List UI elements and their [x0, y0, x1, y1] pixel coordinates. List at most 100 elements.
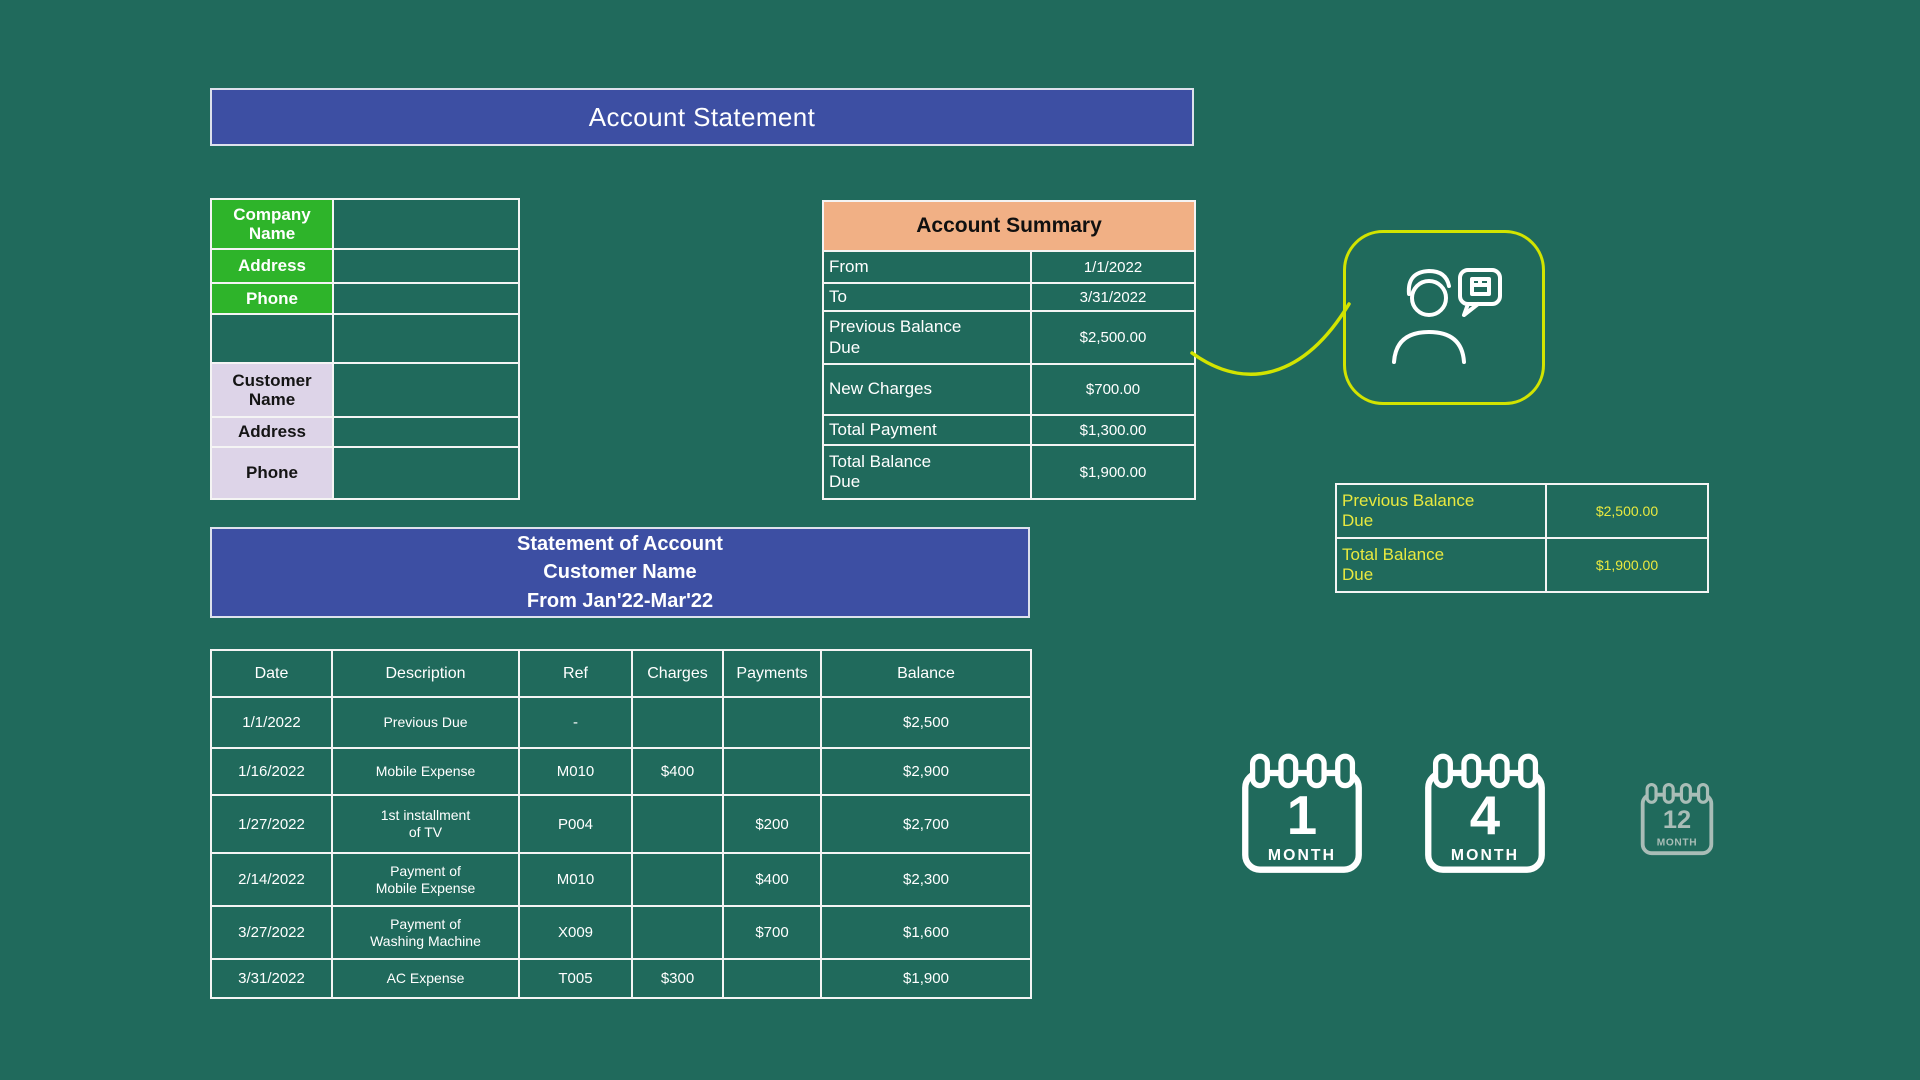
company-info-table: Company Name Address Phone Customer Name…	[210, 198, 520, 500]
cell-charges	[631, 852, 724, 907]
cell-balance: $2,500	[820, 696, 1032, 749]
customer-phone-label: Phone	[210, 446, 334, 500]
table-row: 1/27/2022 1st installment of TV P004 $20…	[210, 794, 1032, 854]
cell-payments: $400	[722, 852, 822, 907]
summary-new-charges-value: $700.00	[1029, 363, 1197, 416]
customer-name-input-cell[interactable]	[332, 362, 520, 418]
statement-banner-line3: From Jan'22-Mar'22	[526, 589, 714, 612]
table-row: Address	[210, 416, 520, 448]
cell-date: 2/14/2022	[210, 852, 333, 907]
cell-ref: M010	[518, 747, 633, 796]
summary-total-payment-label: Total Payment	[822, 414, 1032, 446]
table-row: Account Summary	[821, 200, 1197, 252]
summary-to-label: To	[822, 282, 1032, 312]
table-row: Total Balance Due $1,900.00	[822, 444, 1197, 500]
cell-balance: $2,900	[820, 747, 1032, 796]
table-row: 1/1/2022 Previous Due - $2,500	[210, 696, 1032, 749]
cell-balance: $2,300	[820, 852, 1032, 907]
cell-date: 1/1/2022	[210, 696, 333, 749]
cell-balance: $2,700	[820, 794, 1032, 854]
calendar-number: 12	[1663, 806, 1691, 834]
table-row: Customer Name	[210, 362, 520, 418]
spacer-cell	[332, 313, 520, 364]
spacer-cell	[210, 313, 334, 364]
cell-description: Previous Due	[331, 696, 520, 749]
calendar-4-month-icon[interactable]: 4 MONTH	[1420, 752, 1550, 876]
table-row	[210, 313, 520, 364]
table-row: 3/31/2022 AC Expense T005 $300 $1,900	[210, 958, 1032, 999]
cell-description: Payment of Mobile Expense	[331, 852, 520, 907]
table-row: Previous Balance Due $2,500.00	[1335, 483, 1709, 539]
col-header-payments: Payments	[722, 649, 822, 698]
cell-date: 3/27/2022	[210, 905, 333, 960]
highlight-total-balance-label: Total Balance Due	[1335, 537, 1547, 593]
table-row: New Charges $700.00	[822, 363, 1197, 416]
table-row: 3/27/2022 Payment of Washing Machine X00…	[210, 905, 1032, 960]
calendar-1-month-icon[interactable]: 1 MONTH	[1237, 752, 1367, 876]
calendar-label: MONTH	[1268, 847, 1336, 864]
transactions-table: Date Description Ref Charges Payments Ba…	[210, 649, 1032, 999]
person-chat-icon	[1343, 230, 1545, 405]
calendar-number: 4	[1470, 785, 1501, 846]
table-row: 2/14/2022 Payment of Mobile Expense M010…	[210, 852, 1032, 907]
table-row: To 3/31/2022	[822, 282, 1197, 312]
cell-date: 1/16/2022	[210, 747, 333, 796]
cell-description: Payment of Washing Machine	[331, 905, 520, 960]
table-row: Address	[210, 248, 520, 284]
customer-address-input-cell[interactable]	[332, 416, 520, 448]
customer-address-label: Address	[210, 416, 334, 448]
cell-balance: $1,900	[820, 958, 1032, 999]
cell-payments: $700	[722, 905, 822, 960]
summary-total-balance-label: Total Balance Due	[822, 444, 1032, 500]
cell-payments	[722, 696, 822, 749]
customer-phone-input-cell[interactable]	[332, 446, 520, 500]
cell-charges	[631, 696, 724, 749]
highlight-total-balance-value: $1,900.00	[1545, 537, 1709, 593]
company-address-label: Address	[210, 248, 334, 284]
cell-ref: P004	[518, 794, 633, 854]
customer-name-label: Customer Name	[210, 362, 334, 418]
account-summary-table: Account Summary From 1/1/2022 To 3/31/20…	[821, 200, 1197, 500]
cell-charges: $400	[631, 747, 724, 796]
page-title: Account Statement	[210, 88, 1194, 146]
statement-banner-line1: Statement of Account	[517, 532, 723, 555]
cell-charges	[631, 905, 724, 960]
company-address-input-cell[interactable]	[332, 248, 520, 284]
summary-previous-balance-label: Previous Balance Due	[822, 310, 1032, 365]
summary-total-balance-value: $1,900.00	[1029, 444, 1197, 500]
calendar-label: MONTH	[1451, 847, 1519, 864]
cell-date: 3/31/2022	[210, 958, 333, 999]
person-chat-glyph	[1392, 267, 1502, 364]
table-row: Total Balance Due $1,900.00	[1335, 537, 1709, 593]
cell-ref: X009	[518, 905, 633, 960]
account-summary-title: Account Summary	[821, 200, 1197, 252]
table-row: Previous Balance Due $2,500.00	[822, 310, 1197, 365]
table-row: From 1/1/2022	[822, 250, 1197, 284]
table-row: Phone	[210, 446, 520, 500]
calendar-number: 1	[1287, 785, 1317, 846]
highlight-previous-balance-label: Previous Balance Due	[1335, 483, 1547, 539]
cell-description: Mobile Expense	[331, 747, 520, 796]
company-phone-label: Phone	[210, 282, 334, 315]
cell-charges: $300	[631, 958, 724, 999]
statement-banner: Statement of Account Customer Name From …	[210, 527, 1030, 618]
statement-banner-line2: Customer Name	[543, 561, 697, 584]
cell-ref: M010	[518, 852, 633, 907]
col-header-balance: Balance	[820, 649, 1032, 698]
cell-payments	[722, 958, 822, 999]
cell-ref: T005	[518, 958, 633, 999]
transactions-header-row: Date Description Ref Charges Payments Ba…	[210, 649, 1032, 698]
summary-new-charges-label: New Charges	[822, 363, 1032, 416]
calendar-12-month-icon[interactable]: 12 MONTH	[1638, 782, 1716, 857]
calendar-label: MONTH	[1657, 838, 1697, 849]
table-row: Total Payment $1,300.00	[822, 414, 1197, 446]
cell-ref: -	[518, 696, 633, 749]
cell-balance: $1,600	[820, 905, 1032, 960]
col-header-description: Description	[331, 649, 520, 698]
cell-payments: $200	[722, 794, 822, 854]
summary-from-value: 1/1/2022	[1029, 250, 1197, 284]
col-header-date: Date	[210, 649, 333, 698]
company-name-input-cell[interactable]	[332, 198, 520, 250]
company-phone-input-cell[interactable]	[332, 282, 520, 315]
